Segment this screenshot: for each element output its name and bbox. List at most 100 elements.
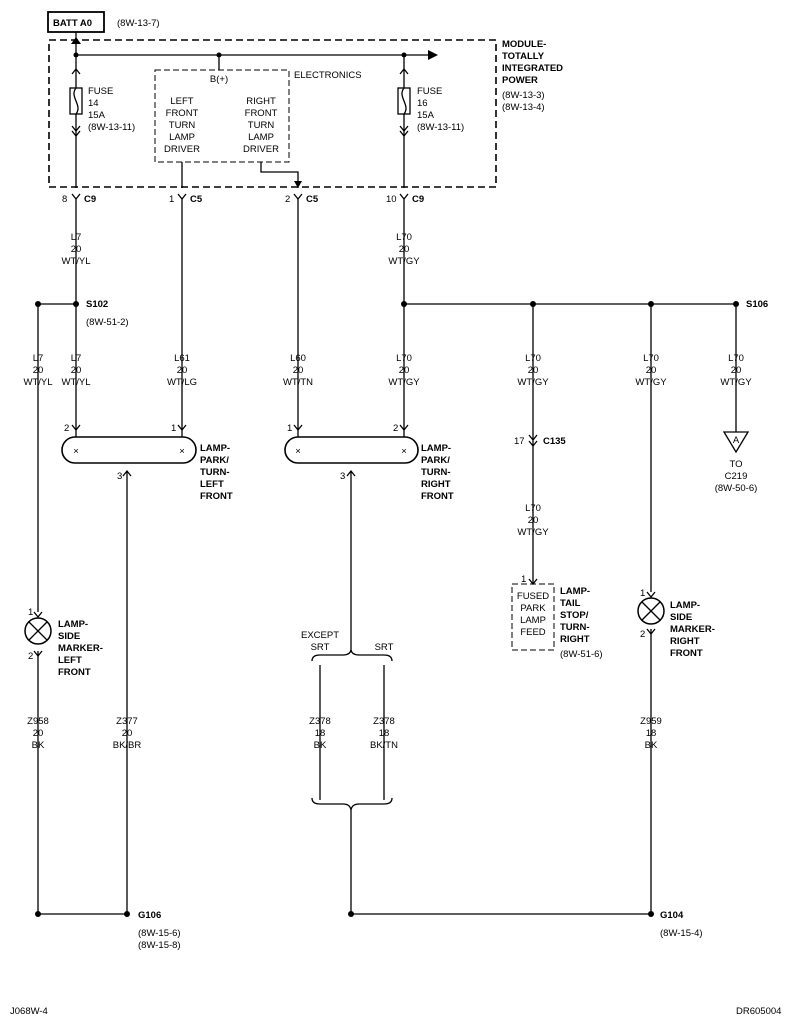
lamp-park-turn-right bbox=[284, 436, 419, 464]
wire-l61-color: WT/LG bbox=[167, 377, 197, 388]
lamp-pr-title-4: RIGHT bbox=[421, 479, 451, 490]
bus-arrow bbox=[428, 50, 438, 60]
wire-z378b-color: BK/TN bbox=[370, 740, 398, 751]
lamp-pr-title-2: PARK/ bbox=[421, 455, 450, 466]
tail-pin1: 1 bbox=[521, 574, 526, 585]
c135-pin: 17 bbox=[514, 436, 525, 447]
wire-z378a-code: Z378 bbox=[309, 716, 331, 727]
c9-pin10-name: C9 bbox=[412, 194, 424, 205]
lamp-pl-title-5: FRONT bbox=[200, 491, 233, 502]
lamp-pl-title-4: LEFT bbox=[200, 479, 224, 490]
tail-ref: (8W-51-6) bbox=[560, 649, 603, 660]
module-title-3: INTEGRATED bbox=[502, 63, 563, 74]
c9-pin10-number: 10 bbox=[386, 194, 397, 205]
right-driver-output bbox=[260, 162, 299, 188]
c9-pin8-name: C9 bbox=[84, 194, 96, 205]
wire-l7b-code: L7 bbox=[71, 353, 82, 364]
wire-l7b-color: WT/YL bbox=[61, 377, 90, 388]
footer-right-code: DR605004 bbox=[736, 1006, 781, 1017]
module-ref-2: (8W-13-4) bbox=[502, 102, 545, 113]
c135-symbol-1 bbox=[528, 434, 538, 442]
tail-title-2: TAIL bbox=[560, 598, 581, 609]
c5-pin2-name: C5 bbox=[306, 194, 319, 205]
tail-title-5: RIGHT bbox=[560, 634, 590, 645]
wire-z959-gauge: 18 bbox=[646, 728, 657, 739]
wire-z958-color: BK bbox=[32, 740, 45, 751]
wire-l7a-code: L7 bbox=[33, 353, 44, 364]
fuse16-number: 16 bbox=[417, 98, 428, 109]
tail-title-3: STOP/ bbox=[560, 610, 589, 621]
marker-r-title-4: RIGHT bbox=[670, 636, 700, 647]
wire-z958-gauge: 20 bbox=[33, 728, 44, 739]
ground-g104-node-left bbox=[348, 911, 354, 917]
fuse16-connector-bottom bbox=[399, 125, 409, 133]
marker-l-cross-2 bbox=[28, 621, 48, 641]
wire-l60-color: WT/TN bbox=[283, 377, 313, 388]
c5-pin1-name: C5 bbox=[190, 194, 203, 205]
wire-l70e-code: L70 bbox=[525, 503, 541, 514]
variant-brace-bottom bbox=[311, 797, 393, 811]
c5-pin1-symbol bbox=[177, 193, 187, 201]
batt-ref: (8W-13-7) bbox=[117, 18, 160, 29]
marker-r-pin1-symbol bbox=[646, 591, 656, 599]
wire-z378b-code: Z378 bbox=[373, 716, 395, 727]
wire-l70d-gauge: 20 bbox=[731, 365, 742, 376]
ground-g104-node bbox=[648, 911, 654, 917]
c219-ref: (8W-50-6) bbox=[715, 483, 758, 494]
footer-left-code: J068W-4 bbox=[10, 1006, 48, 1017]
ground-g106-ref-1: (8W-15-6) bbox=[138, 928, 181, 939]
lamp-pl-title-1: LAMP- bbox=[200, 443, 230, 454]
c9-pin10-symbol bbox=[399, 193, 409, 201]
tail-lamp-box bbox=[511, 583, 555, 651]
marker-r-title-2: SIDE bbox=[670, 612, 692, 623]
right-driver-line-2: FRONT bbox=[245, 108, 278, 119]
marker-r-title-3: MARKER- bbox=[670, 624, 715, 635]
wire-l70-top-code: L70 bbox=[396, 232, 412, 243]
wire-l7-top-color: WT/YL bbox=[61, 256, 90, 267]
variant-srt-left: SRT bbox=[311, 642, 330, 653]
s102-label: S102 bbox=[86, 299, 108, 310]
lamp-pl-pin3: 3 bbox=[117, 471, 122, 482]
wire-l70b-gauge: 20 bbox=[528, 365, 539, 376]
wire-l7a-color: WT/YL bbox=[23, 377, 52, 388]
lamp-pr-filament-2: × bbox=[401, 446, 407, 457]
variant-srt-right: SRT bbox=[375, 642, 394, 653]
wire-l70c-color: WT/GY bbox=[635, 377, 667, 388]
batt-label: BATT A0 bbox=[53, 18, 92, 29]
left-driver-line-1: LEFT bbox=[170, 96, 193, 107]
lamp-pr-pin3: 3 bbox=[340, 471, 345, 482]
wire-z959-code: Z959 bbox=[640, 716, 662, 727]
fuse16-rating: 15A bbox=[417, 110, 435, 121]
marker-r-title-1: LAMP- bbox=[670, 600, 700, 611]
marker-r-title-5: FRONT bbox=[670, 648, 703, 659]
wire-l70d-color: WT/GY bbox=[720, 377, 752, 388]
marker-r-cross-2 bbox=[641, 601, 661, 621]
wire-l70a-gauge: 20 bbox=[399, 365, 410, 376]
marker-l-title-5: FRONT bbox=[58, 667, 91, 678]
marker-l-title-2: SIDE bbox=[58, 631, 80, 642]
lamp-pr-pin2: 2 bbox=[393, 423, 398, 434]
electronics-box bbox=[154, 69, 290, 163]
left-driver-line-5: DRIVER bbox=[164, 144, 200, 155]
fuse14-number: 14 bbox=[88, 98, 99, 109]
wire-l60-gauge: 20 bbox=[293, 365, 304, 376]
tail-box-line-1: FUSED bbox=[517, 591, 549, 602]
wire-z378a-color: BK bbox=[314, 740, 327, 751]
wire-l60-code: L60 bbox=[290, 353, 306, 364]
electronics-label: ELECTRONICS bbox=[294, 70, 362, 81]
wire-l70a-color: WT/GY bbox=[388, 377, 420, 388]
lamp-pr-pin1: 1 bbox=[287, 423, 292, 434]
c5-pin2-symbol bbox=[293, 193, 303, 201]
tail-title-1: LAMP- bbox=[560, 586, 590, 597]
c9-pin8-symbol bbox=[71, 193, 81, 201]
wire-z958-code: Z958 bbox=[27, 716, 49, 727]
marker-l-title-4: LEFT bbox=[58, 655, 82, 666]
module-title-4: POWER bbox=[502, 75, 538, 86]
wire-z377-code: Z377 bbox=[116, 716, 138, 727]
wire-l70d-code: L70 bbox=[728, 353, 744, 364]
lamp-pl-filament-2: × bbox=[179, 446, 185, 457]
ground-g106-name: G106 bbox=[138, 910, 161, 921]
wire-z378a-gauge: 18 bbox=[315, 728, 326, 739]
s106-node-1 bbox=[401, 301, 407, 307]
